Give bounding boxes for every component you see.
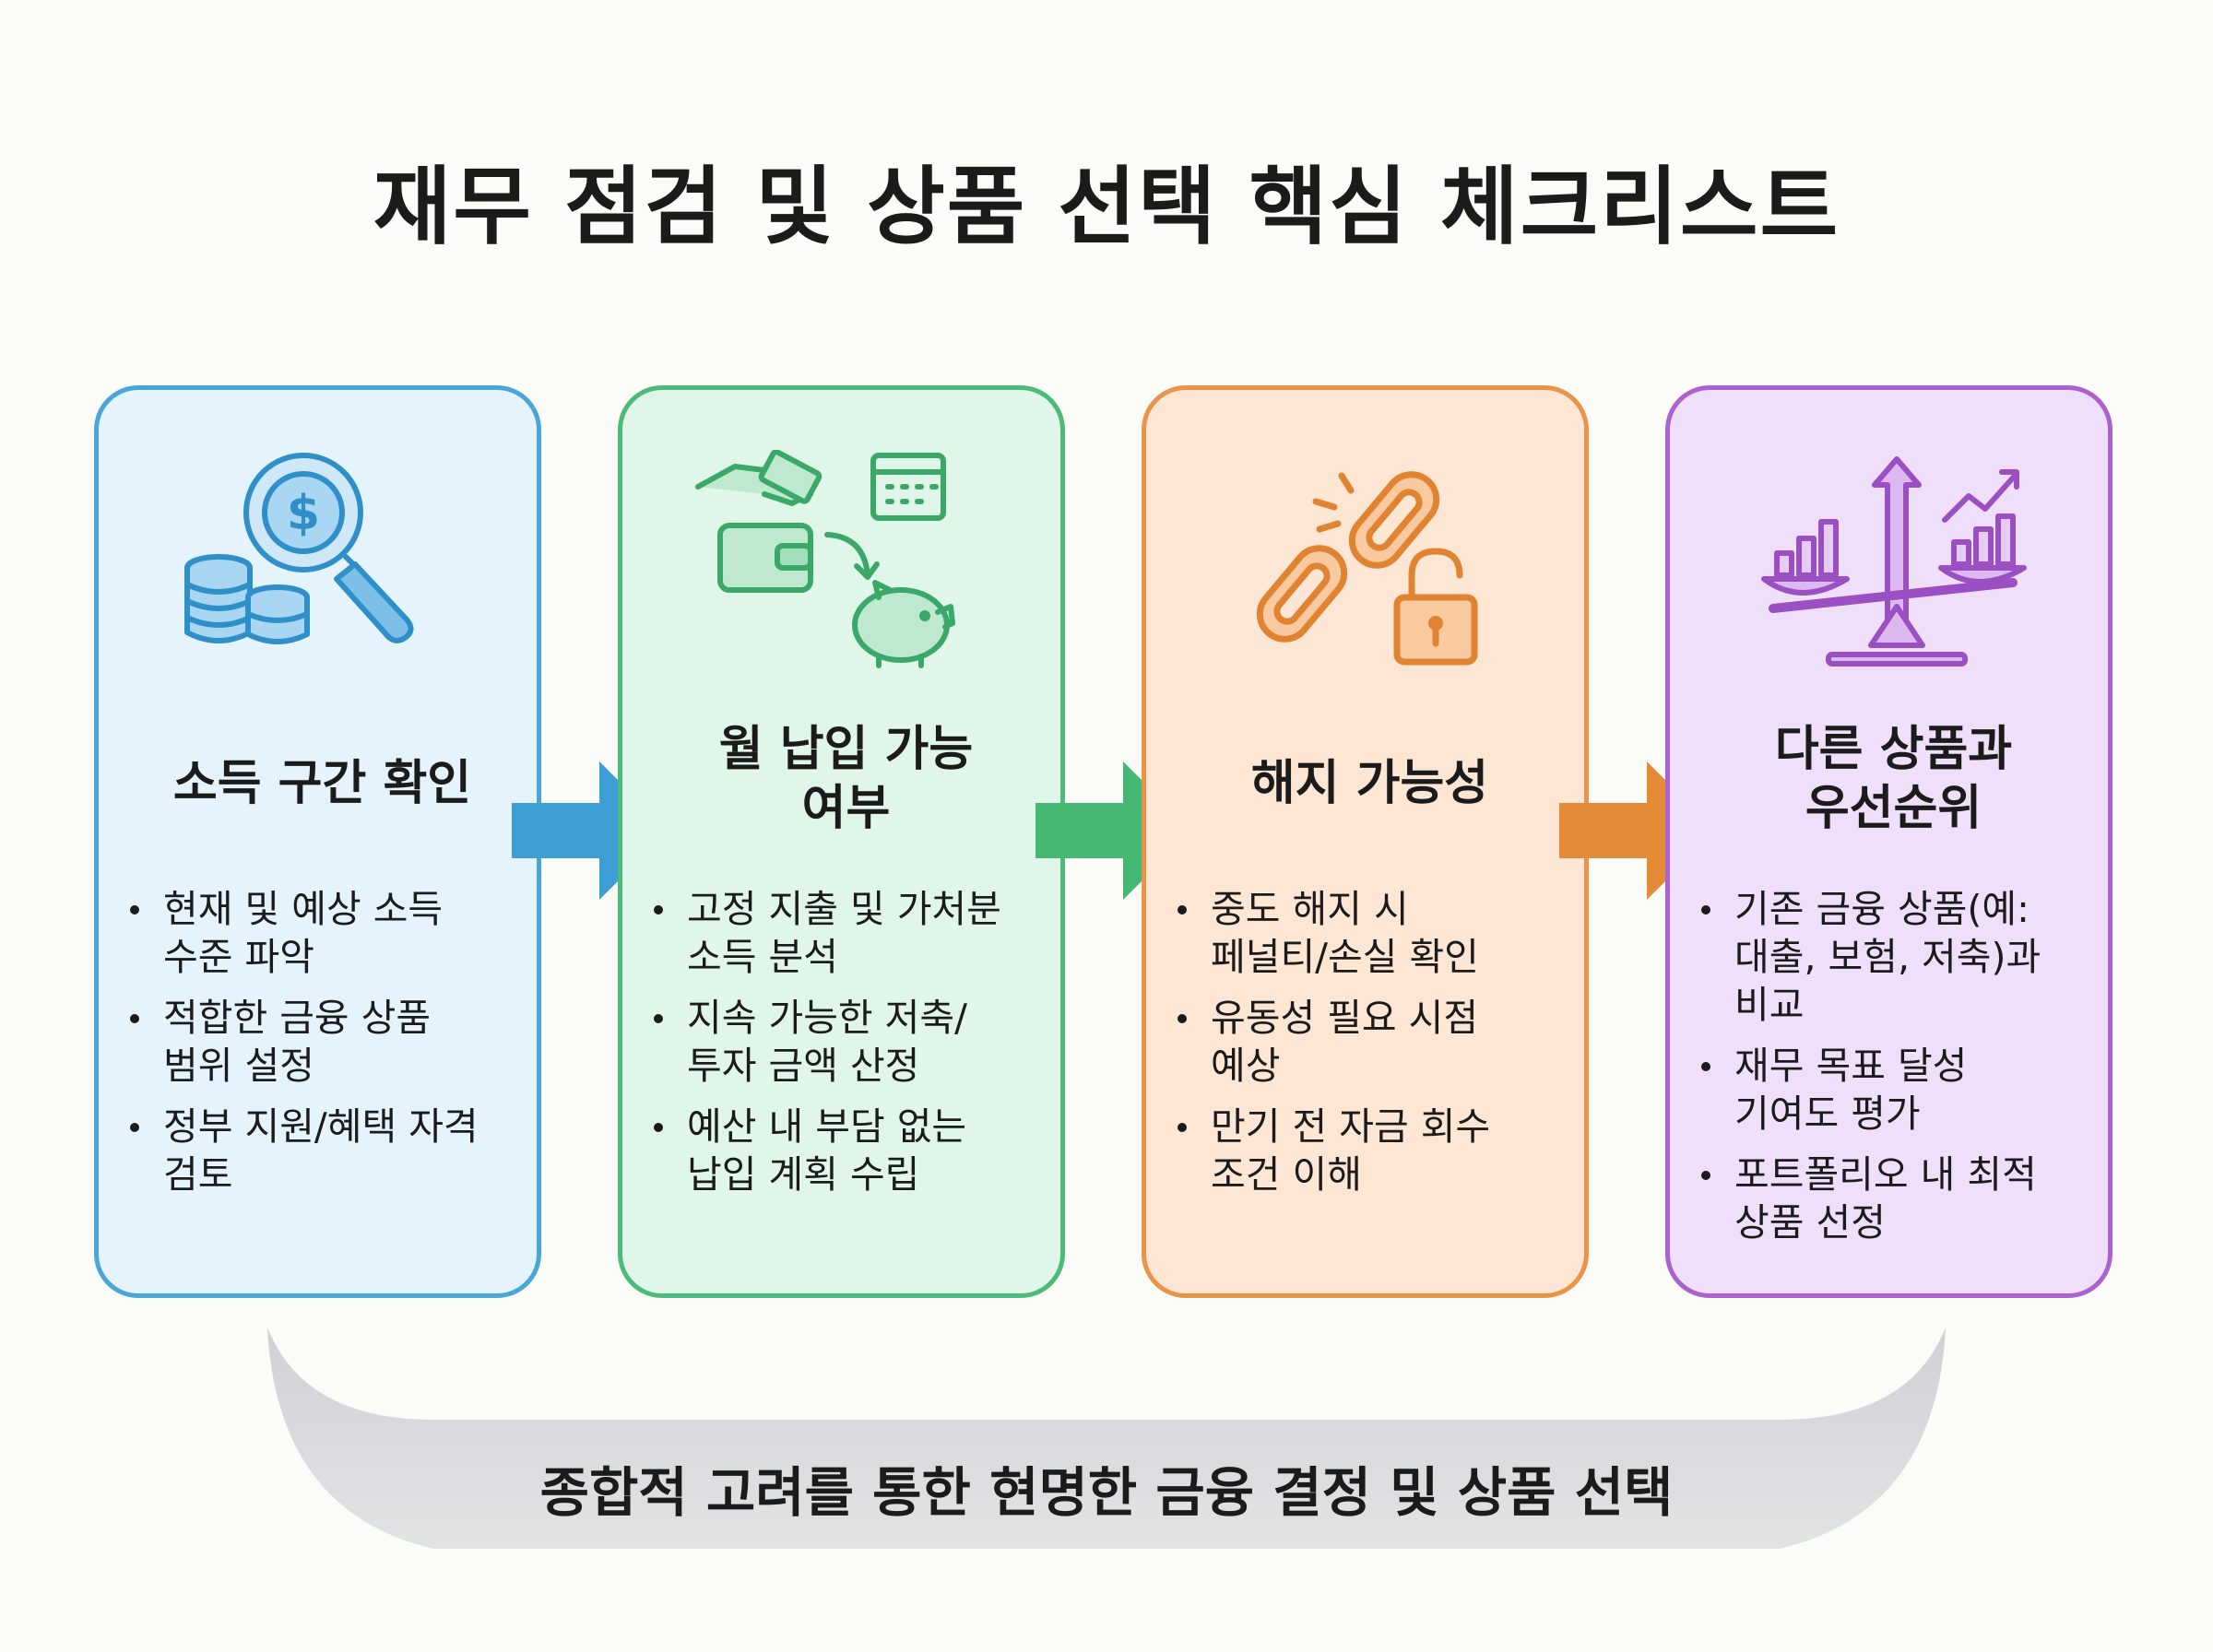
step-card-priority: 다른 상품과 우선순위 기존 금융 상품(예: 대출, 보험, 저축)과 비교 … <box>1665 385 2112 1298</box>
coins-magnifier-icon: $ <box>165 450 479 671</box>
step-bullets: 현재 및 예상 소득 수준 파악 적합한 금융 상품 범위 설정 정부 지원/혜… <box>130 885 532 1211</box>
svg-text:$: $ <box>287 486 320 541</box>
list-item: 기존 금융 상품(예: 대출, 보험, 저축)과 비교 <box>1701 885 2103 1029</box>
summary-banner <box>267 1328 1946 1549</box>
list-item: 중도 해지 시 페널티/손실 확인 <box>1178 885 1580 981</box>
list-item: 재무 목표 달성 기여도 평가 <box>1701 1042 2103 1138</box>
page-title: 재무 점검 및 상품 선택 핵심 체크리스트 <box>373 158 1840 256</box>
list-item: 정부 지원/혜택 자격 검토 <box>130 1103 532 1198</box>
list-item: 포트폴리오 내 최적 상품 선정 <box>1701 1150 2103 1246</box>
step-bullets: 기존 금융 상품(예: 대출, 보험, 저축)과 비교 재무 목표 달성 기여도… <box>1701 885 2103 1259</box>
list-item: 적합한 금융 상품 범위 설정 <box>130 994 532 1090</box>
list-item: 예산 내 부담 없는 납입 계획 수립 <box>654 1103 1056 1198</box>
step-title: 다른 상품과 우선순위 <box>1774 722 2013 836</box>
step-bullets: 중도 해지 시 페널티/손실 확인 유동성 필요 시점 예상 만기 전 자금 회… <box>1178 885 1580 1211</box>
list-item: 현재 및 예상 소득 수준 파악 <box>130 885 532 981</box>
list-item: 유동성 필요 시점 예상 <box>1178 994 1580 1090</box>
summary-text: 종합적 고려를 통한 현명한 금융 결정 및 상품 선택 <box>539 1461 1674 1524</box>
step-card-income: $ 소득 구간 확인 현재 및 예상 소득 수준 파악 적합한 금융 상품 범위… <box>94 385 541 1298</box>
list-item: 고정 지출 및 가처분 소득 분석 <box>654 885 1056 981</box>
list-item: 지속 가능한 저축/ 투자 금액 산정 <box>654 994 1056 1090</box>
balance-scale-chart-icon <box>1736 450 2050 671</box>
broken-chain-lock-icon <box>1213 450 1526 671</box>
step-title: 해지 가능성 <box>1250 756 1489 811</box>
wallet-piggy-bank-icon <box>689 449 1002 671</box>
step-title: 소득 구간 확인 <box>172 756 472 811</box>
step-bullets: 고정 지출 및 가처분 소득 분석 지속 가능한 저축/ 투자 금액 산정 예산… <box>654 885 1056 1211</box>
step-title: 월 납입 가능 여부 <box>718 722 974 836</box>
step-card-monthly-payment: 월 납입 가능 여부 고정 지출 및 가처분 소득 분석 지속 가능한 저축/ … <box>618 385 1065 1298</box>
step-card-cancellation: 해지 가능성 중도 해지 시 페널티/손실 확인 유동성 필요 시점 예상 만기… <box>1142 385 1589 1298</box>
list-item: 만기 전 자금 회수 조건 이해 <box>1178 1103 1580 1198</box>
